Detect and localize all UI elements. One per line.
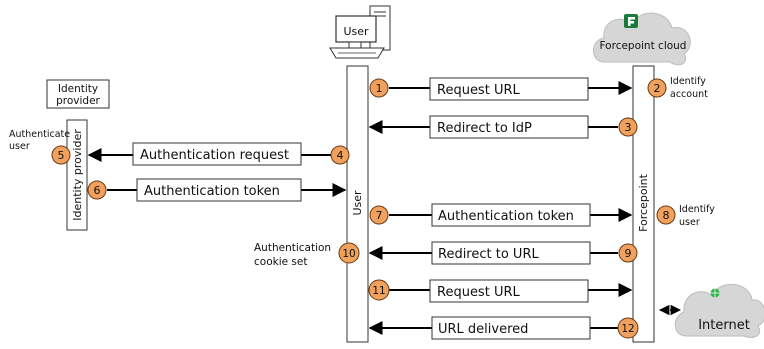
step-badge-12: 12 [617,317,639,339]
svg-text:4: 4 [337,149,344,162]
forcepoint-lane-label: Forcepoint [637,173,650,232]
svg-text:11: 11 [372,285,385,297]
message-request-url-1: Request URL [389,77,633,101]
user-title: User [343,25,369,38]
svg-text:Authenticate: Authenticate [9,129,70,140]
svg-text:7: 7 [376,209,383,222]
svg-text:user: user [679,217,700,228]
step-badge-7: 7 [369,205,389,225]
forcepoint-cloud-label: Forcepoint cloud [600,40,687,52]
svg-text:2: 2 [654,82,661,95]
svg-text:account: account [670,89,708,100]
message-authentication-request: Authentication request [87,142,331,166]
note-identify-account: Identify account [670,76,708,100]
step-badge-4: 4 [330,145,350,165]
svg-text:Identify: Identify [670,76,706,87]
svg-text:12: 12 [621,323,634,335]
internet-cloud: Internet [674,283,764,339]
message-redirect-to-url: Redirect to URL [368,241,618,265]
svg-text:Identify: Identify [679,204,715,215]
message-authentication-token-2: Authentication token [389,203,633,227]
svg-text:9: 9 [625,247,632,260]
idp-lifeline: Identity provider [66,119,88,231]
svg-text:8: 8 [663,209,670,222]
svg-text:6: 6 [94,184,101,197]
message-authentication-token-1: Authentication token [107,178,347,202]
user-lane-label: User [351,190,364,216]
svg-text:3: 3 [625,121,632,134]
svg-text:cookie set: cookie set [254,256,307,268]
desktop-computer-icon [329,5,391,59]
message-url-delivered: URL delivered [368,316,618,340]
message-label: Redirect to URL [438,247,539,262]
message-redirect-to-idp: Redirect to IdP [368,115,618,139]
step-badge-5: 5 [51,145,71,165]
step-badge-11: 11 [368,279,390,301]
message-label: Authentication token [438,209,574,224]
note-identify-user: Identify user [679,204,715,228]
step-badge-2: 2 [647,78,667,98]
message-label: Authentication request [140,148,289,163]
note-authenticate-user: Authenticate user [9,129,70,152]
svg-text:10: 10 [342,248,355,260]
message-label: Authentication token [144,184,280,199]
message-label: Request URL [437,83,520,98]
idp-title-line1: Identity [58,83,98,95]
step-badge-6: 6 [87,180,107,200]
identity-provider-title: Identity provider [46,79,110,109]
globe-icon [710,288,720,298]
message-label: Redirect to IdP [437,121,532,136]
forcepoint-logo-icon [624,14,638,28]
step-badge-8: 8 [656,205,676,225]
idp-title-line2: provider [56,95,100,107]
step-badge-3: 3 [618,117,638,137]
svg-text:Authentication: Authentication [254,242,331,254]
message-label: URL delivered [438,322,528,337]
internet-label: Internet [698,318,750,333]
step-badge-10: 10 [338,242,360,264]
idp-lane-label: Identity provider [71,129,84,221]
svg-text:5: 5 [58,149,65,162]
svg-text:user: user [9,141,30,152]
message-request-url-2: Request URL [389,279,633,303]
forcepoint-cloud: Forcepoint cloud [593,12,691,66]
step-badge-9: 9 [618,243,638,263]
step-badge-1: 1 [369,78,389,98]
message-label: Request URL [437,285,520,300]
note-authentication-cookie-set: Authentication cookie set [254,242,331,268]
user-lifeline: User [346,65,369,343]
svg-text:1: 1 [376,82,383,95]
forcepoint-lifeline: Forcepoint [632,65,655,343]
